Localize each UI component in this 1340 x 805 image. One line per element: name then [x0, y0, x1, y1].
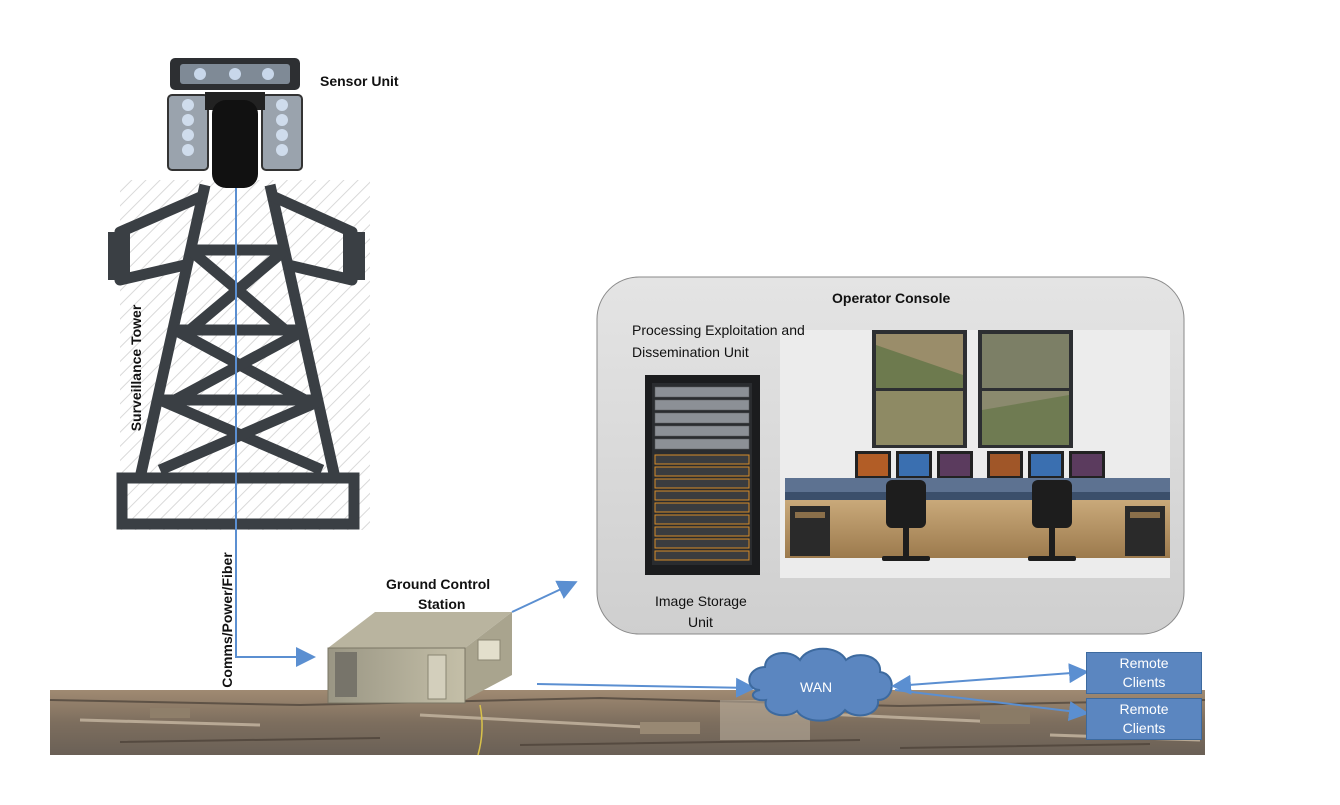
- ped-unit-label-line2: Dissemination Unit: [632, 344, 749, 360]
- wan-label: WAN: [800, 679, 833, 695]
- remote-clients-box-2: Remote Clients: [1086, 698, 1202, 740]
- ground-control-label-line2: Station: [418, 596, 466, 612]
- ground-control-station-icon: [327, 612, 512, 704]
- server-rack-icon: [645, 375, 760, 575]
- ped-unit-label-line1: Processing Exploitation and: [632, 322, 805, 338]
- surveillance-tower: [108, 180, 370, 530]
- remote-clients-1-line1: Remote: [1119, 655, 1169, 671]
- operator-console-label: Operator Console: [832, 290, 951, 306]
- remote-clients-box-1: Remote Clients: [1086, 652, 1202, 694]
- arrow-wan-client-1: [891, 663, 1089, 695]
- remote-clients-1-line2: Clients: [1122, 674, 1166, 690]
- remote-clients-2-line1: Remote: [1119, 701, 1169, 717]
- sensor-unit-icon: [167, 58, 303, 188]
- surveillance-tower-label: Surveillance Tower: [128, 304, 144, 432]
- cable-label: Comms/Power/Fiber: [219, 552, 235, 688]
- arrow-to-console: [511, 580, 578, 613]
- ground-control-label-line1: Ground Control: [386, 576, 491, 592]
- ground-strip: [49, 690, 1206, 756]
- arrow-wan-client-2: [894, 689, 1089, 722]
- sensor-unit-label: Sensor Unit: [320, 73, 399, 89]
- image-storage-label-line2: Unit: [688, 614, 713, 630]
- image-storage-label-line1: Image Storage: [655, 593, 747, 609]
- control-room-icon: [780, 330, 1170, 578]
- remote-clients-2-line2: Clients: [1122, 720, 1166, 736]
- cable-line: [235, 188, 316, 667]
- arrow-to-wan: [536, 677, 756, 698]
